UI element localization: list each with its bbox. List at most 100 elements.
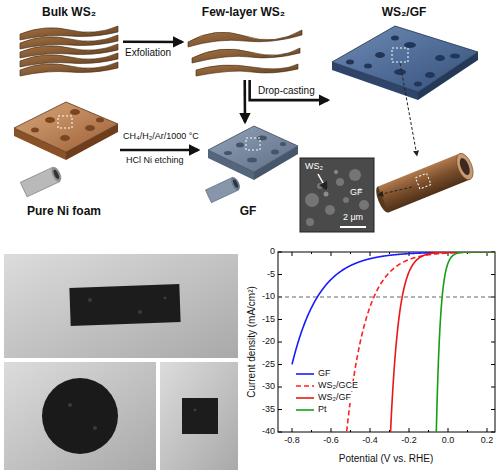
process-arrow: [120, 149, 198, 152]
few-layer-sheets: [196, 64, 298, 76]
illustration-panel: Pure Ni foam: [8, 96, 120, 220]
axis-ticks: [389, 252, 390, 254]
graphene-foam-slab: [205, 176, 241, 203]
sample-photos: [160, 362, 238, 470]
graphene-foam-slab: [205, 126, 298, 203]
tick-label: -25: [262, 360, 275, 370]
axis-ticks: [370, 252, 371, 256]
polarization-curve: [346, 252, 495, 432]
axis-ticks: [491, 342, 495, 343]
sample-photos: [4, 362, 156, 470]
foam-strut-tube: [378, 154, 470, 213]
nickel-foam-slab: [49, 165, 63, 183]
axis-ticks: [311, 430, 312, 432]
tick-label: -5: [267, 270, 275, 280]
sem-inset: [317, 183, 323, 189]
sem-inset: [305, 169, 369, 226]
axis-ticks: [350, 252, 351, 254]
polarization-curve: [390, 252, 494, 432]
axis-ticks: [278, 342, 282, 343]
graphene-foam-slab: [246, 138, 260, 150]
coated-foam-slab: [391, 36, 399, 41]
axis-ticks: [278, 364, 282, 365]
coated-foam-slab: [450, 54, 460, 59]
axis-ticks: [292, 252, 293, 256]
axis-ticks: [448, 428, 449, 432]
panel-heading: Few-layer WS₂: [202, 5, 285, 19]
micrograph-label: GF: [350, 188, 363, 198]
axis-ticks: [278, 319, 282, 320]
few-layer-sheets: [192, 48, 300, 63]
sample-photos: [69, 284, 180, 326]
sem-inset: [343, 197, 349, 203]
nickel-foam-slab: [85, 125, 95, 131]
sample-photos: [194, 409, 197, 412]
sem-inset: [300, 158, 374, 232]
axis-ticks: [311, 252, 312, 254]
axis-ticks: [278, 409, 282, 410]
sample-photos: [138, 310, 142, 314]
sem-inset: [336, 178, 344, 186]
sem-inset: [349, 169, 361, 181]
tick-label: -15: [262, 315, 275, 325]
tick-label: -0.4: [362, 436, 378, 446]
axis-ticks: [278, 387, 282, 388]
coated-foam-slab: [414, 82, 422, 87]
axis-ticks: [278, 252, 282, 253]
legend-label: GF: [317, 369, 332, 379]
bulk-sheets: [20, 26, 118, 76]
nickel-foam-slab: [70, 109, 80, 115]
axis-ticks: [491, 274, 495, 275]
sample-photos: [68, 297, 197, 431]
graphene-foam-slab: [229, 176, 241, 192]
tick-label: 0.0: [442, 436, 455, 446]
sample-photos: [4, 254, 238, 358]
foam-strut-tube: [458, 157, 472, 177]
polarization-curve: [436, 252, 494, 432]
coated-foam-slab: [364, 64, 372, 69]
coated-foam-slab: [425, 72, 435, 78]
legend-sample: [296, 373, 314, 375]
step-label: Exfoliation: [124, 47, 172, 58]
sem-inset: [300, 158, 374, 232]
bulk-sheets: [20, 53, 118, 67]
tick-label: -20: [262, 337, 275, 347]
graphene-foam-slab: [224, 136, 286, 163]
sample-photos: [69, 284, 180, 326]
axis-title: Potential (V vs. RHE): [339, 453, 433, 464]
nickel-foam-slab: [14, 102, 118, 197]
panel-heading: GF: [240, 204, 257, 218]
nickel-foam-slab: [52, 169, 60, 180]
plot-frame: [278, 252, 495, 432]
axis-ticks: [331, 252, 332, 256]
bulk-sheets: [20, 62, 118, 76]
zoom-leader: [378, 63, 417, 195]
tick-label: -0.2: [401, 436, 417, 446]
legend-sample: [296, 397, 314, 399]
axis-ticks: [409, 428, 410, 432]
legend-sample: [296, 385, 314, 387]
coated-foam-slab: [332, 26, 478, 92]
sample-photos: [93, 426, 97, 430]
foam-strut-tube: [453, 151, 476, 182]
nickel-foam-slab: [58, 116, 72, 128]
axis-ticks: [370, 428, 371, 432]
reference-line: [278, 297, 495, 298]
nickel-foam-slab: [45, 117, 55, 123]
tick-label: -30: [262, 382, 275, 392]
axis-title: Current density (mA/cm²): [246, 286, 257, 398]
coated-foam-slab: [404, 42, 416, 48]
graphene-foam-slab: [205, 177, 238, 202]
sample-photos: [88, 298, 92, 302]
sem-inset: [359, 200, 369, 210]
panel-heading: Bulk WS₂: [42, 5, 96, 19]
coated-foam-slab: [394, 69, 406, 75]
sem-inset: [334, 170, 338, 174]
graphene-foam-slab: [280, 142, 286, 146]
coated-foam-slab: [392, 48, 408, 62]
nickel-foam-slab: [20, 165, 63, 196]
tick-label: -0.8: [284, 436, 300, 446]
sample-photos: [68, 403, 72, 407]
